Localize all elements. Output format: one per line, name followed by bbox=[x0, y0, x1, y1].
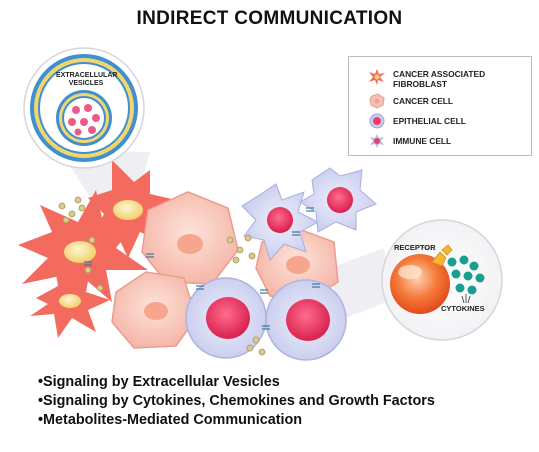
legend-item-epithelial-cell: EPITHELIAL CELL bbox=[349, 111, 531, 131]
list-item: •Signaling by Extracellular Vesicles bbox=[38, 374, 280, 390]
cytokines-label: CYTOKINES bbox=[441, 304, 485, 313]
cancer-associated-fibroblast-bottom bbox=[30, 262, 110, 338]
mechanisms-list: •Signaling by Extracellular Vesicles •Si… bbox=[38, 373, 528, 430]
legend: CANCER ASSOCIATED FIBROBLAST CANCER CELL… bbox=[348, 56, 532, 156]
cancer-cell-1 bbox=[141, 191, 239, 285]
receptor-label: RECEPTOR bbox=[394, 243, 436, 252]
cancer-cell-icon bbox=[369, 93, 385, 109]
legend-label: CANCER CELL bbox=[393, 96, 454, 106]
legend-item-immune-cell: IMMUNE CELL bbox=[349, 131, 531, 151]
cancer-cell-2 bbox=[111, 271, 197, 349]
immune-cell-icon bbox=[370, 134, 384, 148]
cancer-associated-fibroblast-icon bbox=[369, 69, 385, 85]
legend-item-cancer-cell: CANCER CELL bbox=[349, 91, 531, 111]
receptor-magnifier bbox=[381, 219, 503, 341]
epithelial-cell-1 bbox=[185, 277, 267, 359]
legend-label: CANCER ASSOCIATED FIBROBLAST bbox=[393, 69, 486, 89]
epithelial-cell-icon bbox=[369, 113, 385, 129]
cell-junctions bbox=[84, 207, 320, 330]
list-item: •Metabolites-Mediated Communication bbox=[38, 412, 303, 428]
receptor-zoom-beam bbox=[330, 248, 392, 320]
extracellular-particles bbox=[58, 196, 266, 356]
list-item: •Signaling by Cytokines, Chemokines and … bbox=[38, 393, 435, 409]
legend-label: EPITHELIAL CELL bbox=[393, 116, 466, 126]
epithelial-cell-2 bbox=[265, 279, 347, 361]
extracellular-vesicle-magnifier bbox=[23, 47, 145, 169]
immune-cell-2 bbox=[299, 167, 377, 233]
extracellular-vesicles-label: EXTRACELLULAR VESICLES bbox=[56, 72, 118, 87]
immune-cell-1 bbox=[241, 183, 320, 262]
cancer-associated-fibroblast-left bbox=[18, 190, 148, 306]
legend-label: IMMUNE CELL bbox=[393, 136, 452, 146]
legend-item-fibroblast: CANCER ASSOCIATED FIBROBLAST bbox=[349, 67, 531, 89]
page-title: INDIRECT COMMUNICATION bbox=[136, 8, 403, 29]
